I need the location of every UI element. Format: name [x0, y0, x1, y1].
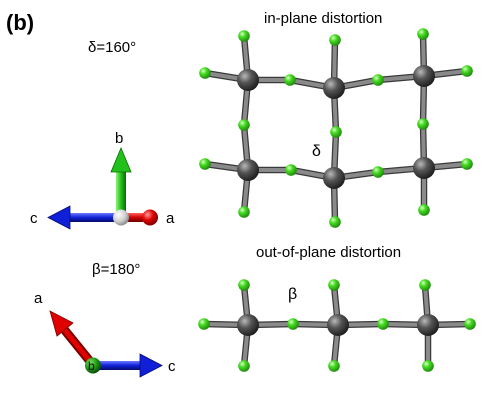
axis-c-arrowhead-2 [139, 353, 163, 378]
axis-c-shaft [68, 213, 121, 222]
top-metal-atom [413, 65, 435, 87]
axis-b-shaft [116, 170, 126, 218]
axis-c-label: c [30, 210, 38, 227]
out-of-plane-title: out-of-plane distortion [256, 244, 401, 261]
bottom-halide-atom [238, 279, 250, 291]
bottom-metal-atom [417, 314, 439, 336]
axis-b-ball-2 [85, 357, 101, 374]
in-plane-title: in-plane distortion [264, 10, 382, 27]
top-metal-atom [323, 77, 345, 99]
top-halide-atom [238, 119, 250, 131]
top-halide-atom [372, 166, 384, 178]
beta-angle-label: β=180° [92, 261, 140, 278]
bottom-halide-atom [419, 279, 431, 291]
panel-label: (b) [6, 10, 34, 35]
top-axis-indicator: b c a [30, 130, 175, 230]
bottom-halide-atom [198, 318, 210, 330]
top-halide-atom [199, 67, 211, 79]
top-halide-atom [238, 30, 250, 42]
bottom-halide-atom [238, 360, 250, 372]
top-halide-atom [329, 34, 341, 46]
delta-symbol: δ [312, 143, 321, 160]
axis-a-head [142, 209, 158, 226]
axis-a-label: a [166, 210, 175, 227]
axis-c-shaft-2 [93, 361, 141, 370]
bottom-atoms [198, 279, 476, 372]
top-halide-atom [461, 158, 473, 170]
top-metal-atom [323, 167, 345, 189]
top-halide-atom [285, 164, 297, 176]
out-of-plane-structure [198, 279, 476, 372]
top-halide-atom [461, 65, 473, 77]
in-plane-structure [199, 28, 473, 228]
axis-b-label: b [115, 130, 123, 147]
bottom-axis-indicator: a b c [34, 290, 176, 378]
delta-angle-label: δ=160° [88, 39, 136, 56]
axis-c-arrowhead [47, 205, 71, 230]
top-atoms [199, 28, 473, 228]
bottom-halide-atom [328, 360, 340, 372]
top-halide-atom [329, 216, 341, 228]
top-halide-atom [238, 206, 250, 218]
top-halide-atom [418, 204, 430, 216]
axis-a-shaft [121, 213, 143, 222]
beta-symbol: β [288, 286, 297, 303]
top-halide-atom [417, 28, 429, 40]
top-halide-atom [199, 158, 211, 170]
bottom-halide-atom [377, 318, 389, 330]
bottom-halide-atom [464, 318, 476, 330]
bottom-metal-atom [327, 314, 349, 336]
bottom-halide-atom [287, 318, 299, 330]
axis-a-label-2: a [34, 290, 43, 307]
axis-origin-ball [113, 209, 129, 226]
bottom-metal-atom [237, 314, 259, 336]
top-halide-atom [330, 126, 342, 138]
axis-b-label-2: b [88, 359, 95, 373]
bottom-halide-atom [328, 279, 340, 291]
axis-b-arrowhead [110, 146, 132, 173]
top-metal-atom [413, 157, 435, 179]
top-metal-atom [237, 159, 259, 181]
axis-a-arrowhead-2 [49, 310, 74, 337]
axis-c-label-2: c [168, 358, 176, 375]
top-halide-atom [284, 74, 296, 86]
bottom-halide-atom [422, 360, 434, 372]
top-metal-atom [237, 69, 259, 91]
top-halide-atom [417, 118, 429, 130]
top-halide-atom [372, 74, 384, 86]
